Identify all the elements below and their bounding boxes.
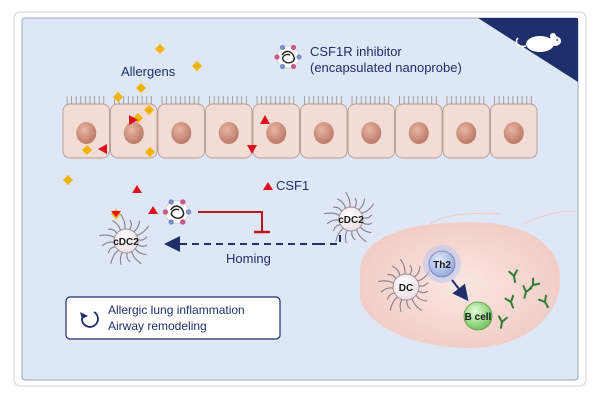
bcell-label: B cell xyxy=(465,312,492,323)
cdc2-cell-left xyxy=(98,213,150,266)
th2-label: Th2 xyxy=(433,260,451,271)
csf1-triangle xyxy=(132,185,142,193)
cell-nucleus xyxy=(123,122,144,144)
cdc2-left-label: cDC2 xyxy=(113,237,139,248)
mouse-icon xyxy=(515,33,561,52)
cell-nucleus xyxy=(408,122,429,144)
lymph-vessel xyxy=(429,212,501,225)
nanoprobe-icon xyxy=(162,199,192,225)
cdc2-cell-right xyxy=(323,191,375,244)
csf1-triangles xyxy=(98,115,270,154)
lymph-node xyxy=(360,222,560,348)
allergen-square xyxy=(144,105,154,115)
cell-nucleus xyxy=(171,122,192,144)
cell-nucleus xyxy=(313,122,334,144)
cell-nucleus xyxy=(266,122,287,144)
csf1-triangle xyxy=(247,145,257,154)
csf1-triangle xyxy=(148,206,158,214)
allergen-square xyxy=(136,83,146,93)
cell-nucleus xyxy=(503,122,524,144)
cycle-icon xyxy=(80,311,99,328)
inhibitor-label-line1: CSF1R inhibitor xyxy=(310,44,402,59)
outcome-line2: Airway remodeling xyxy=(108,319,207,333)
allergens-label: Allergens xyxy=(121,64,176,79)
antibody-icon xyxy=(504,294,515,309)
cell-nucleus xyxy=(218,122,239,144)
homing-label: Homing xyxy=(226,251,271,266)
csf1-legend-triangle xyxy=(263,182,273,190)
bcell xyxy=(463,301,493,331)
cell-nucleus xyxy=(76,122,97,144)
allergen-square xyxy=(145,147,155,157)
allergen-particles xyxy=(63,44,202,219)
dc-label: DC xyxy=(399,283,413,294)
inhibitor-label-line2: (encapsulated nanoprobe) xyxy=(310,60,462,75)
csf1-triangle xyxy=(260,115,270,124)
th2-cell xyxy=(428,250,456,278)
csf1-triangle xyxy=(111,211,121,217)
inhibition-arrow xyxy=(198,211,263,232)
antibody-icon xyxy=(528,277,541,291)
antibodies xyxy=(497,269,549,329)
antibody-icon xyxy=(497,315,508,329)
allergen-square xyxy=(155,44,165,54)
nanoprobe-icon xyxy=(274,44,302,70)
csf1-label: CSF1 xyxy=(276,178,309,193)
cell-nucleus xyxy=(456,122,477,144)
allergen-square xyxy=(192,61,202,71)
dc-cell xyxy=(378,258,430,313)
outcome-line1: Allergic lung inflammation xyxy=(108,303,245,317)
th2-to-bcell-arrow xyxy=(451,279,469,302)
cell-nucleus xyxy=(361,122,382,144)
antibody-icon xyxy=(508,269,519,283)
antibody-icon xyxy=(538,294,549,309)
cdc2-right-label: cDC2 xyxy=(338,215,364,226)
outcome-box xyxy=(65,296,281,340)
csf1-triangle xyxy=(98,144,107,154)
lymph-vessel-2 xyxy=(519,211,576,227)
csf1-triangle xyxy=(129,115,138,125)
allergen-square xyxy=(113,92,123,102)
allergen-square xyxy=(82,145,92,155)
allergen-square xyxy=(63,175,73,185)
